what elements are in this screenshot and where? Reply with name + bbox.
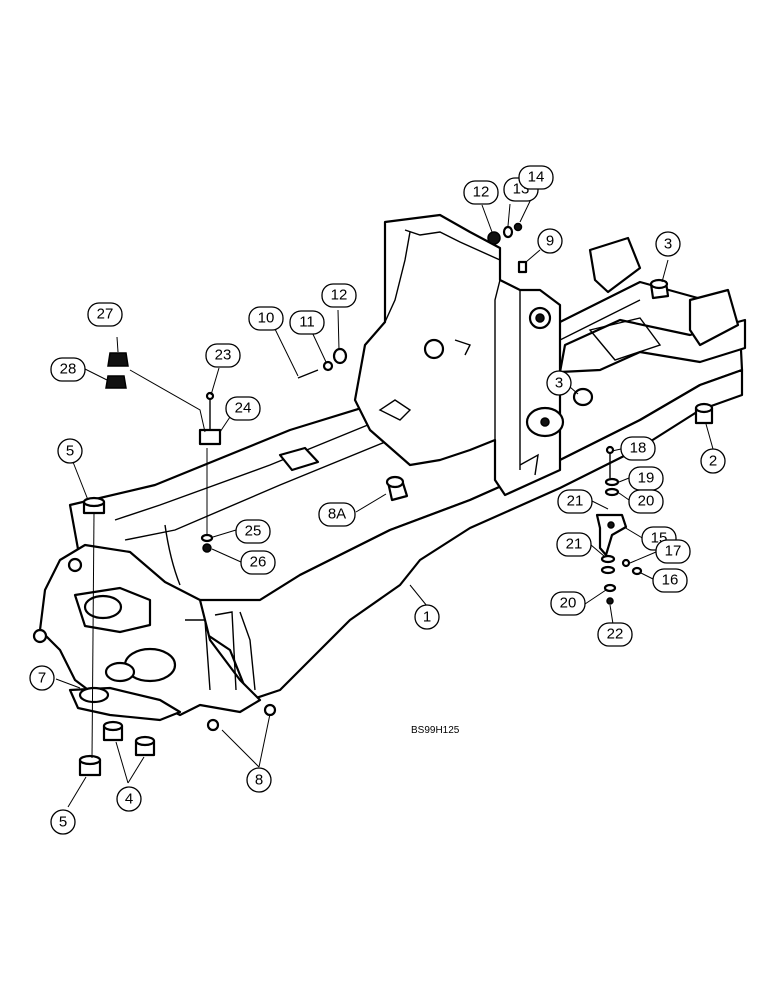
callout-label: 23 [215,347,232,364]
callout-3a: 3 [655,231,681,257]
callout-label: 5 [66,443,74,460]
callout-label: 21 [566,536,583,553]
callout-label: 2 [709,453,717,470]
callout-label: 28 [60,361,77,378]
callout-label: 22 [607,626,624,643]
callout-22: 22 [597,622,633,647]
callout-20a: 20 [628,489,664,514]
callout-label: 18 [630,440,647,457]
callout-14: 14 [518,165,554,190]
callout-label: 24 [235,400,252,417]
leader-lines [55,194,714,808]
callout-label: 27 [97,306,114,323]
callout-17: 17 [655,539,691,564]
callout-18: 18 [620,436,656,461]
callout-label: 19 [638,470,655,487]
callout-label: 9 [546,233,554,250]
callout-label: 8A [328,506,346,523]
callout-27: 27 [87,302,123,327]
callout-23: 23 [205,343,241,368]
callout-2: 2 [700,448,726,474]
callout-label: 26 [250,554,267,571]
callout-8: 8 [246,767,272,793]
callouts: 1 2 3 3 4 5 5 7 8 8A 9 10 11 12 12 13 14… [29,165,726,835]
callout-label: 3 [664,236,672,253]
callout-label: 12 [331,287,348,304]
callout-label: 25 [245,523,262,540]
callout-25: 25 [235,519,271,544]
callout-1: 1 [414,604,440,630]
callout-8a: 8A [318,502,356,527]
drawing-code: BS99H125 [411,725,460,736]
callout-19: 19 [628,466,664,491]
callout-label: 20 [638,493,655,510]
callout-3b: 3 [546,370,572,396]
tower [353,213,565,497]
callout-24: 24 [225,396,261,421]
callout-16: 16 [652,568,688,593]
callout-21a: 21 [557,489,593,514]
callout-11: 11 [289,310,325,335]
hardware [78,222,714,777]
callout-label: 17 [665,543,682,560]
callout-5a: 5 [57,438,83,464]
callout-label: 3 [555,375,563,392]
callout-label: 5 [59,814,67,831]
callout-label: 14 [528,169,545,186]
callout-28: 28 [50,357,86,382]
callout-20b: 20 [550,591,586,616]
callout-label: 4 [125,791,133,808]
callout-21b: 21 [556,532,592,557]
callout-label: 10 [258,310,275,327]
callout-12b: 12 [321,283,357,308]
callout-5b: 5 [50,809,76,835]
callout-label: 12 [473,184,490,201]
callout-4: 4 [116,786,142,812]
callout-10: 10 [248,306,284,331]
callout-label: 1 [423,609,431,626]
callout-12a: 12 [463,180,499,205]
callout-label: 20 [560,595,577,612]
callout-label: 7 [38,670,46,687]
callout-label: 11 [299,314,315,331]
callout-26: 26 [240,550,276,575]
callout-9: 9 [537,228,563,254]
cab-mount-plate [278,446,320,472]
callout-7: 7 [29,665,55,691]
callout-label: 21 [567,493,584,510]
callout-label: 16 [662,572,679,589]
callout-label: 8 [255,772,263,789]
